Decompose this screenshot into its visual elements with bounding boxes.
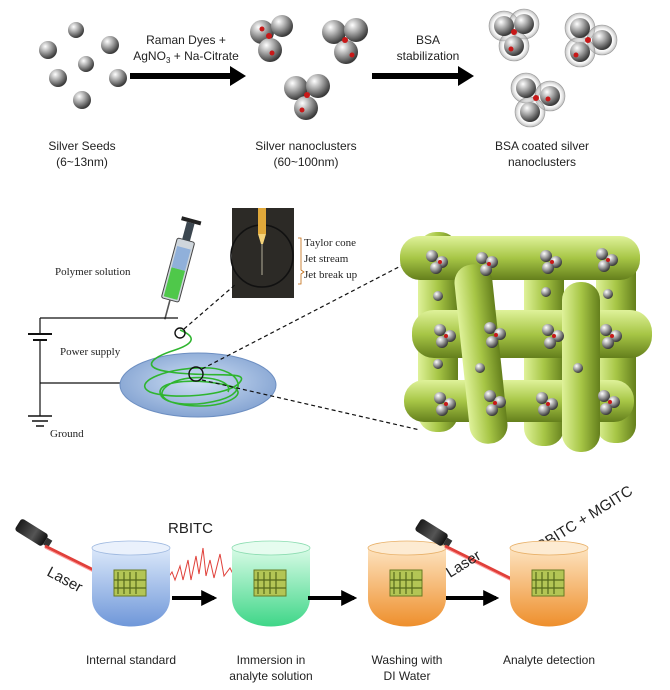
seeds-label-line1: Silver Seeds xyxy=(48,139,115,153)
collector-dish xyxy=(119,352,277,418)
coated-nanocluster xyxy=(510,72,566,128)
zoom-line xyxy=(183,283,237,330)
silver-seed xyxy=(78,56,94,72)
tube-analyte-detection xyxy=(509,540,589,627)
stage3-label-line2: DI Water xyxy=(384,669,431,683)
coated-label-line1: BSA coated silver xyxy=(495,139,589,153)
zoom-line xyxy=(201,255,421,370)
nanocluster xyxy=(284,74,330,120)
silver-seed xyxy=(68,22,84,38)
silver-seed xyxy=(109,69,127,87)
power-supply-label: Power supply xyxy=(60,346,121,358)
stage1-label: Internal standard xyxy=(86,653,176,667)
step1-arrow xyxy=(130,66,246,86)
silver-seed xyxy=(49,69,67,87)
ground-label: Ground xyxy=(50,428,84,440)
stage2-label-line1: Immersion in xyxy=(237,653,306,667)
fiber-mat-zoom xyxy=(400,232,652,452)
coated-nanocluster xyxy=(488,8,540,62)
clusters-label-line1: Silver nanoclusters xyxy=(255,139,356,153)
step1-label-line1: Raman Dyes + xyxy=(146,33,226,47)
rbitc-label: RBITC xyxy=(168,520,213,537)
coated-nanocluster xyxy=(564,12,618,68)
nanocluster xyxy=(250,15,293,62)
stage3-label-line1: Washing with xyxy=(372,653,443,667)
power-circuit xyxy=(28,317,178,427)
step2-label-line1: BSA xyxy=(416,33,440,47)
laser-label-2: Laser xyxy=(443,547,484,581)
deposited-fibers xyxy=(143,329,243,407)
zoom-line xyxy=(201,379,421,431)
syringe xyxy=(161,216,202,320)
seeds-label-line2: (6~13nm) xyxy=(56,155,108,169)
nanocluster xyxy=(322,18,368,64)
jet-break-up-label: Jet break up xyxy=(304,269,358,281)
silver-seed xyxy=(101,36,119,54)
tube-washing xyxy=(367,540,447,627)
silver-seed xyxy=(39,41,57,59)
laser-label-1: Laser xyxy=(44,564,85,597)
embedded-nanoclusters xyxy=(426,248,622,416)
tube-internal-standard xyxy=(91,540,171,627)
silver-seeds-group xyxy=(39,22,127,109)
raman-spectrum xyxy=(158,547,244,582)
step2-label-line2: stabilization xyxy=(397,49,460,63)
silver-seed xyxy=(73,91,91,109)
step1-label-line2: AgNO3 + Na-Citrate xyxy=(133,49,239,65)
coated-label-line2: nanoclusters xyxy=(508,155,576,169)
needle-tip-magnifier xyxy=(174,327,186,339)
polymer-solution-label: Polymer solution xyxy=(55,266,131,278)
laser-pointer xyxy=(415,519,453,548)
stage2-label-line2: analyte solution xyxy=(229,669,312,683)
taylor-cone-label: Taylor cone xyxy=(304,237,356,249)
step2-arrow xyxy=(372,66,474,86)
clusters-label-line2: (60~100nm) xyxy=(273,155,338,169)
laser-pointer xyxy=(15,519,53,548)
jet-stream-label: Jet stream xyxy=(304,253,349,265)
tube-analyte-immersion xyxy=(231,540,311,627)
stage4-label: Analyte detection xyxy=(503,653,595,667)
mat-magnifier xyxy=(188,366,204,382)
